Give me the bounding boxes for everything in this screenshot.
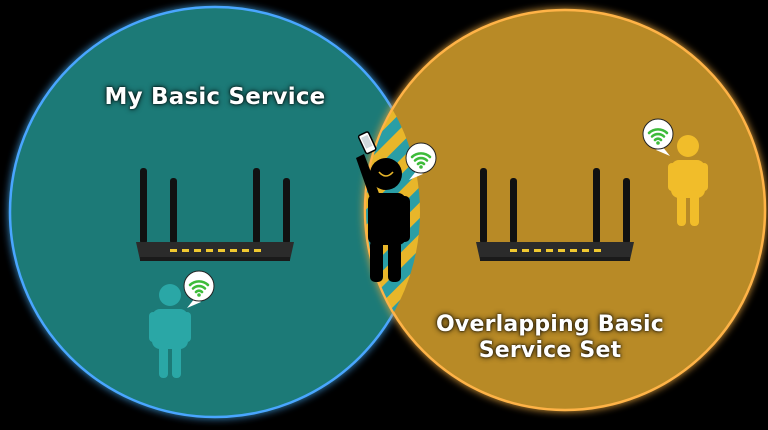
person-icon xyxy=(668,135,708,226)
router-icon xyxy=(476,168,634,261)
wifi-icon xyxy=(642,118,674,156)
wifi-icon xyxy=(405,142,437,180)
my-bss-circle xyxy=(8,5,422,419)
obss-label-line2: Service Set xyxy=(478,338,622,364)
obss-circle xyxy=(363,8,767,412)
wifi-icon xyxy=(183,270,215,308)
smartphone-icon xyxy=(357,131,377,155)
person-icon xyxy=(356,154,410,282)
my-bss-label: My Basic Service xyxy=(104,84,326,110)
obss-label: Overlapping Basic Service Set xyxy=(400,312,700,365)
obss-label-line1: Overlapping Basic xyxy=(436,312,664,337)
router-icon xyxy=(136,168,294,261)
person-icon xyxy=(149,284,191,378)
smile xyxy=(378,171,394,177)
